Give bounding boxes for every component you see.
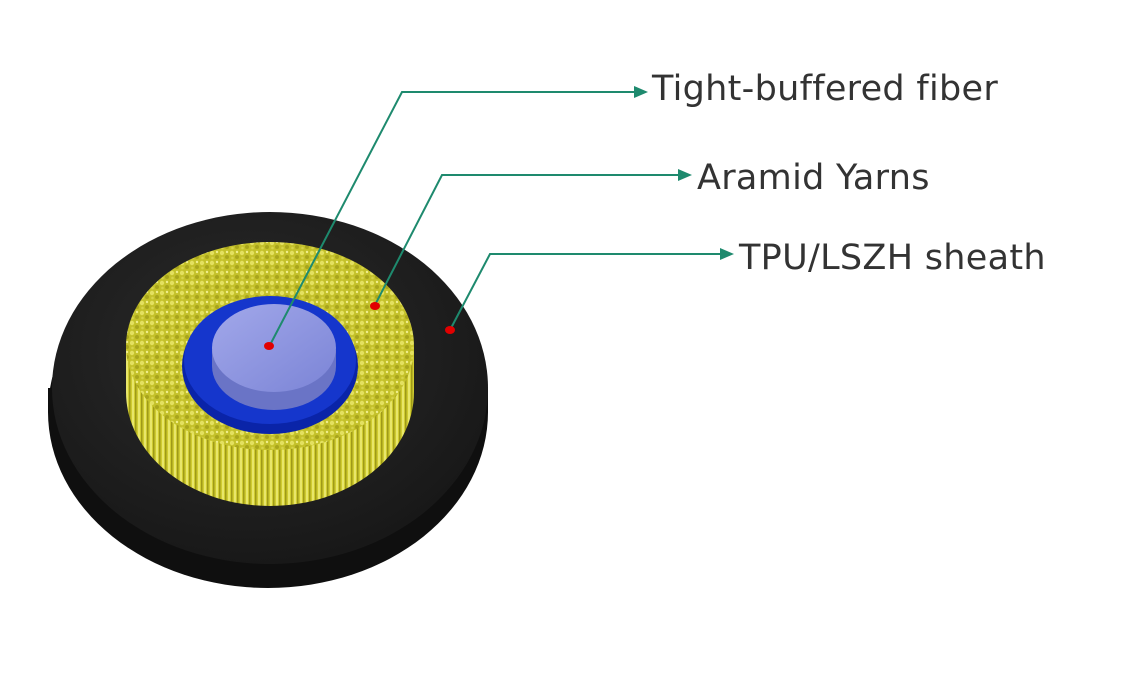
marker-yarn	[370, 302, 380, 310]
arrowhead-yarn	[678, 169, 692, 181]
marker-fiber	[264, 342, 274, 350]
leader-arrowheads	[634, 86, 734, 260]
marker-sheath	[445, 326, 455, 334]
leader-line-sheath	[449, 253, 726, 331]
arrowhead-fiber	[634, 86, 648, 98]
leader-line-yarn	[374, 174, 684, 306]
leader-line-fiber	[269, 91, 640, 346]
arrowhead-sheath	[720, 248, 734, 260]
label-tight-buffered-fiber: Tight-buffered fiber	[652, 69, 999, 109]
label-tpu-lszh-sheath: TPU/LSZH sheath	[739, 238, 1046, 278]
label-aramid-yarns: Aramid Yarns	[697, 158, 930, 198]
leader-lines	[269, 91, 726, 346]
fiber-top	[212, 304, 336, 392]
